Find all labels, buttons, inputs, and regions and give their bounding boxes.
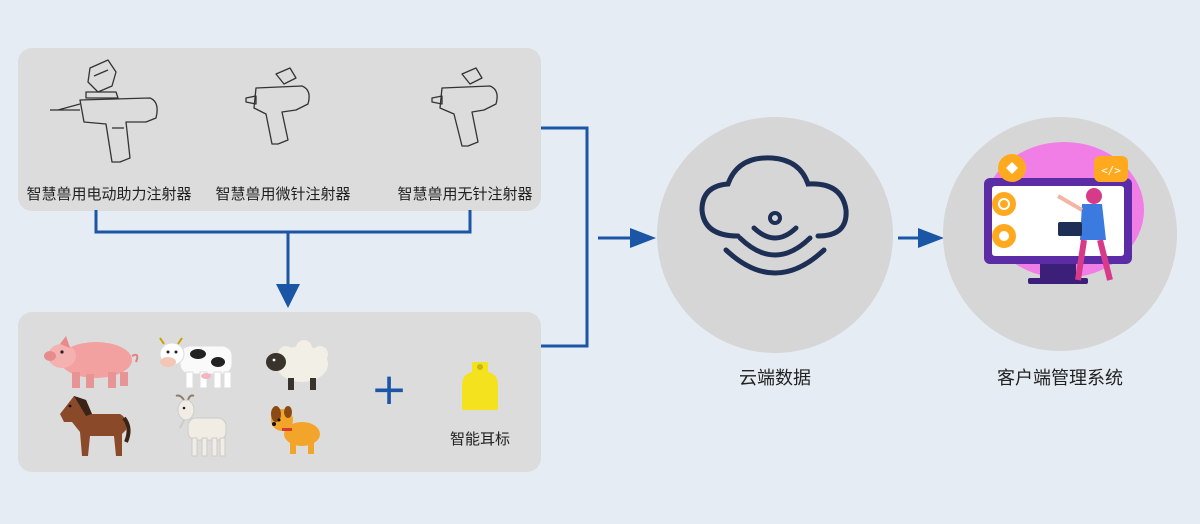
client-label: 客户端管理系统 xyxy=(997,368,1123,389)
injector-bracket-line xyxy=(94,210,472,234)
ear-tag-label: 智能耳标 xyxy=(449,430,510,448)
ear-tag-icon xyxy=(462,362,498,410)
cloud-label: 云端数据 xyxy=(739,368,811,389)
down-arrow-head xyxy=(276,284,300,308)
svg-text:</>: </> xyxy=(1101,164,1121,177)
needle-free-injector-icon xyxy=(431,67,498,147)
horse-icon xyxy=(60,396,131,456)
right-bracket-line xyxy=(541,126,589,348)
pig-icon xyxy=(44,336,139,388)
goat-icon xyxy=(175,394,227,457)
injector-panel xyxy=(18,48,541,211)
dog-icon xyxy=(271,406,320,454)
sheep-icon xyxy=(266,340,328,390)
developer-monitor-icon: </> xyxy=(984,142,1144,284)
client-arrow-head xyxy=(918,228,944,248)
injector-label-electric: 智慧兽用电动助力注射器 xyxy=(26,185,192,203)
animal-panel xyxy=(18,312,541,472)
plus-symbol: + xyxy=(370,364,408,415)
injector-label-microneedle: 智慧兽用微针注射器 xyxy=(215,185,351,203)
cloud-signal-icon xyxy=(699,155,849,276)
cloud-arrow-head xyxy=(630,228,656,248)
microneedle-injector-icon xyxy=(245,67,310,145)
electric-injector-icon xyxy=(50,59,158,163)
cow-icon xyxy=(159,337,233,389)
injector-label-needle-free: 智慧兽用无针注射器 xyxy=(397,185,533,203)
